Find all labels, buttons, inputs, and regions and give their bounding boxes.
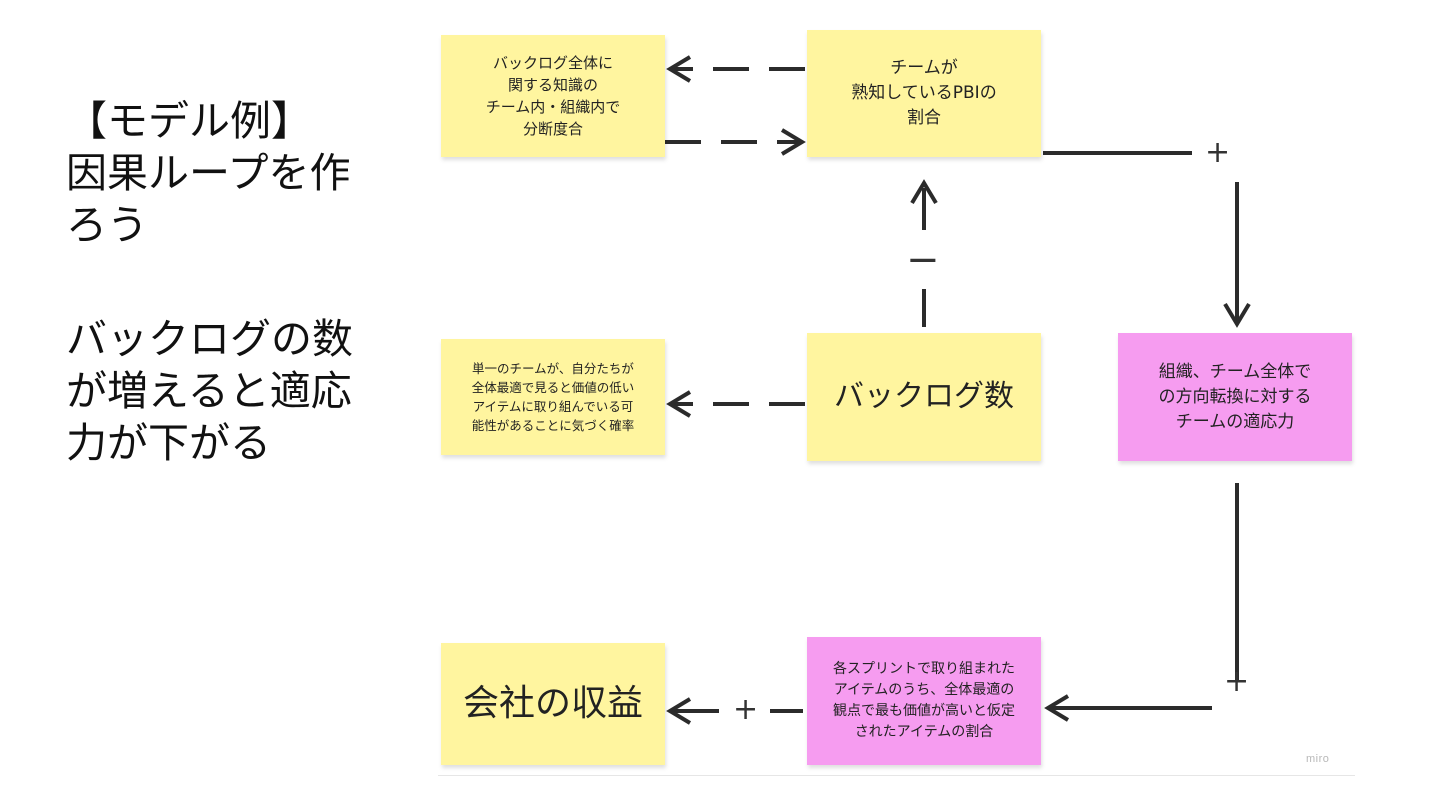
sticky-text: 会社の収益	[462, 683, 643, 724]
title-block: 【モデル例】 因果ループを作 ろう バックログの数 が増えると適応 力が下がる	[66, 95, 406, 469]
sticky-optimal-awareness[interactable]: 単一のチームが、自分たちが 全体最適で見ると価値の低い アイテムに取り組んでいる…	[441, 339, 665, 455]
polarity-backlog-to-pbi: −	[906, 237, 940, 283]
arrowhead	[780, 128, 806, 156]
sticky-revenue[interactable]: 会社の収益	[441, 643, 665, 765]
polarity-pbi-to-adaptability: +	[1205, 135, 1231, 170]
sticky-text: 各スプリントで取り組まれた アイテムのうち、全体最適の 観点で最も価値が高いと仮…	[833, 661, 1015, 740]
sticky-text: バックログ全体に 関する知識の チーム内・組織内で 分断度合	[485, 54, 621, 138]
miro-watermark: miro	[1306, 753, 1330, 765]
board-baseline	[438, 775, 1355, 776]
title-line: 【モデル例】	[66, 97, 312, 145]
arrowhead	[666, 55, 692, 83]
arrowhead	[910, 179, 938, 205]
subtitle-line: が増えると適応	[66, 367, 352, 415]
subtitle: バックログの数 が増えると適応 力が下がる	[66, 313, 406, 469]
subtitle-line: 力が下がる	[66, 419, 271, 467]
sticky-text: バックログ数	[834, 379, 1014, 414]
arrowhead	[1223, 302, 1251, 328]
arrowhead	[666, 390, 692, 418]
sticky-text: 単一のチームが、自分たちが 全体最適で見ると価値の低い アイテムに取り組んでいる…	[471, 361, 635, 433]
polarity-value-to-revenue: +	[733, 692, 759, 727]
sticky-high-value-ratio[interactable]: 各スプリントで取り組まれた アイテムのうち、全体最適の 観点で最も価値が高いと仮…	[807, 637, 1041, 765]
sticky-text: 組織、チーム全体で の方向転換に対する チームの適応力	[1158, 361, 1312, 432]
title-line: 因果ループを作	[66, 149, 351, 197]
sticky-known-pbi-ratio[interactable]: チームが 熟知しているPBIの 割合	[807, 30, 1041, 157]
sticky-knowledge-fragmentation[interactable]: バックログ全体に 関する知識の チーム内・組織内で 分断度合	[441, 35, 665, 157]
arrowhead	[666, 697, 692, 725]
sticky-backlog-count[interactable]: バックログ数	[807, 333, 1041, 461]
subtitle-line: バックログの数	[66, 315, 353, 363]
title-line: ろう	[66, 201, 148, 249]
sticky-text: チームが 熟知しているPBIの 割合	[851, 58, 997, 128]
polarity-adaptability-to-value: +	[1224, 664, 1250, 699]
sticky-adaptability[interactable]: 組織、チーム全体で の方向転換に対する チームの適応力	[1118, 333, 1352, 461]
arrowhead	[1044, 694, 1070, 722]
